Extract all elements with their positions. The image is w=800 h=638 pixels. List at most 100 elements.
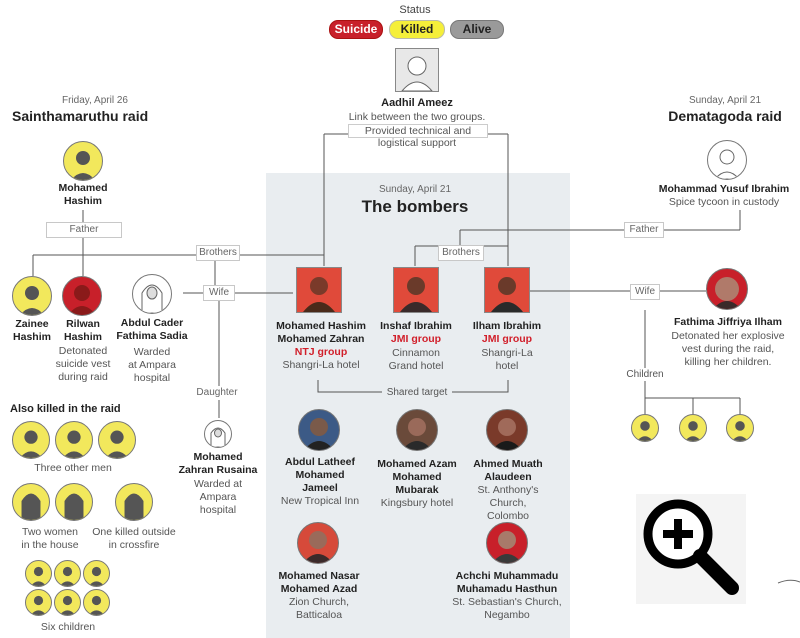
three-men-label: Three other men [34,462,112,474]
one-killed-l1: One killed outside [92,526,176,538]
jameel-photo [298,409,340,451]
azad-l2: Mohamed Azad [280,583,358,595]
hasthun-d2: Negambo [484,609,530,621]
zainee-avatar [12,276,52,316]
crossfire-woman-avatar [115,483,153,521]
fathima-jiffriya-l1: Fathima Jiffriya Ilham [674,316,782,328]
yusuf-l1: Mohammad Yusuf Ibrahim [658,183,790,195]
right-father-label: Father [624,222,664,238]
right-raid-date: Sunday, April 21 [688,95,762,106]
rilwan-l2: Hashim [64,331,102,343]
left-brothers-label: Brothers [196,245,240,261]
hasthun-photo [486,522,528,564]
aadhil-desc-2: Provided technical and [348,124,488,138]
azam-l3: Mubarak [395,484,439,496]
azad-photo [297,522,339,564]
fathima-sadia-d2: at Ampara [128,359,176,371]
status-suicide-pill: Suicide [329,20,383,39]
left-raid-date: Friday, April 26 [62,95,128,106]
right-raid-title: Dematagoda raid [668,108,782,124]
rilwan-d2: suicide vest [55,358,111,370]
other-man-3-avatar [98,421,136,459]
children-label: Children [622,368,668,381]
fathima-sadia-l1: Abdul Cader [120,317,184,329]
mohamed-hashim-l2: Hashim [64,195,102,207]
fathima-jiffriya-d3: killing her children. [684,356,772,368]
rilwan-avatar [62,276,102,316]
inshaf-photo [393,267,439,313]
fathima-jiffriya-photo [706,268,748,310]
daughter-label: Daughter [194,386,240,400]
fathima-jiffriya-d2: vest during the raid, [681,343,775,355]
azam-l2: Mohamed [392,471,442,483]
six-children-label: Six children [40,621,96,633]
child-5-avatar [54,589,81,616]
ilham-d1: Shangri-La [481,347,533,359]
rilwan-d3: during raid [58,371,108,383]
jameel-l3: Jameel [302,482,338,494]
ilham-photo [484,267,530,313]
azam-photo [396,409,438,451]
rusaina-d1: Warded at [193,478,243,490]
hasthun-l1: Achchi Muhammadu [455,570,559,582]
yusuf-d1: Spice tycoon in custody [668,196,780,208]
child-6-avatar [83,589,110,616]
mohamed-hashim-l1: Mohamed [58,182,108,194]
child-2-avatar [54,560,81,587]
zoom-button[interactable] [636,494,746,604]
ilham-l1: Ilham Ibrahim [472,320,542,332]
zainee-l2: Hashim [13,331,51,343]
fathima-sadia-d3: hospital [133,372,171,384]
azam-l1: Mohamed Azam [377,458,457,470]
child-3-avatar [83,560,110,587]
alaudeen-photo [486,409,528,451]
shared-target-label: Shared target [382,386,452,399]
jameel-d1: New Tropical Inn [280,495,360,507]
azad-l1: Mohamed Nasar [278,570,360,582]
left-father-label: Father [46,222,122,238]
also-killed-title: Also killed in the raid [10,403,121,415]
alaudeen-d3: Colombo [486,510,530,522]
zahran-d1: Shangri-La hotel [282,359,360,371]
azad-d1: Zion Church, [288,596,350,608]
fathima-sadia-l2: Fathima Sadia [116,330,188,342]
other-man-1-avatar [12,421,50,459]
two-women-l2: in the house [21,539,79,551]
child-1-avatar [25,560,52,587]
hasthun-l2: Muhamadu Hasthun [456,583,558,595]
rusaina-l1: Mohamed [193,451,243,463]
inshaf-group: JMI group [390,333,442,345]
zainee-l1: Zainee [15,318,49,330]
left-raid-title: Sainthamaruthu raid [12,108,149,124]
jameel-l2: Mohamed [295,469,345,481]
zahran-l2: Mohamed Zahran [277,333,365,345]
right-wife-label: Wife [630,284,660,300]
fathima-sadia-avatar [132,274,172,314]
ilham-group: JMI group [481,333,533,345]
inshaf-d1: Cinnamon [392,347,440,359]
zahran-l1: Mohamed Hashim [276,320,366,332]
hasthun-d1: St. Sebastian's Church, [452,596,562,608]
inshaf-l1: Inshaf Ibrahim [380,320,452,332]
one-killed-l2: in crossfire [108,539,160,551]
two-women-l1: Two women [21,526,79,538]
child-4-avatar [25,589,52,616]
aadhil-name: Aadhil Ameez [381,97,453,109]
zahran-photo [296,267,342,313]
zahran-group: NTJ group [294,346,348,358]
yusuf-avatar [707,140,747,180]
aadhil-photo [395,48,439,92]
bombers-date: Sunday, April 21 [378,184,452,195]
alaudeen-l1: Ahmed Muath [473,458,543,470]
status-killed-pill: Killed [389,20,445,39]
right-child-3-avatar [726,414,754,442]
jameel-l1: Abdul Latheef [285,456,355,468]
woman-1-avatar [12,483,50,521]
rusaina-l2: Zahran Rusaina [178,464,258,476]
fathima-sadia-d1: Warded [133,346,171,358]
status-alive-pill: Alive [450,20,504,39]
ilham-d2: hotel [495,360,519,372]
woman-2-avatar [55,483,93,521]
other-man-2-avatar [55,421,93,459]
